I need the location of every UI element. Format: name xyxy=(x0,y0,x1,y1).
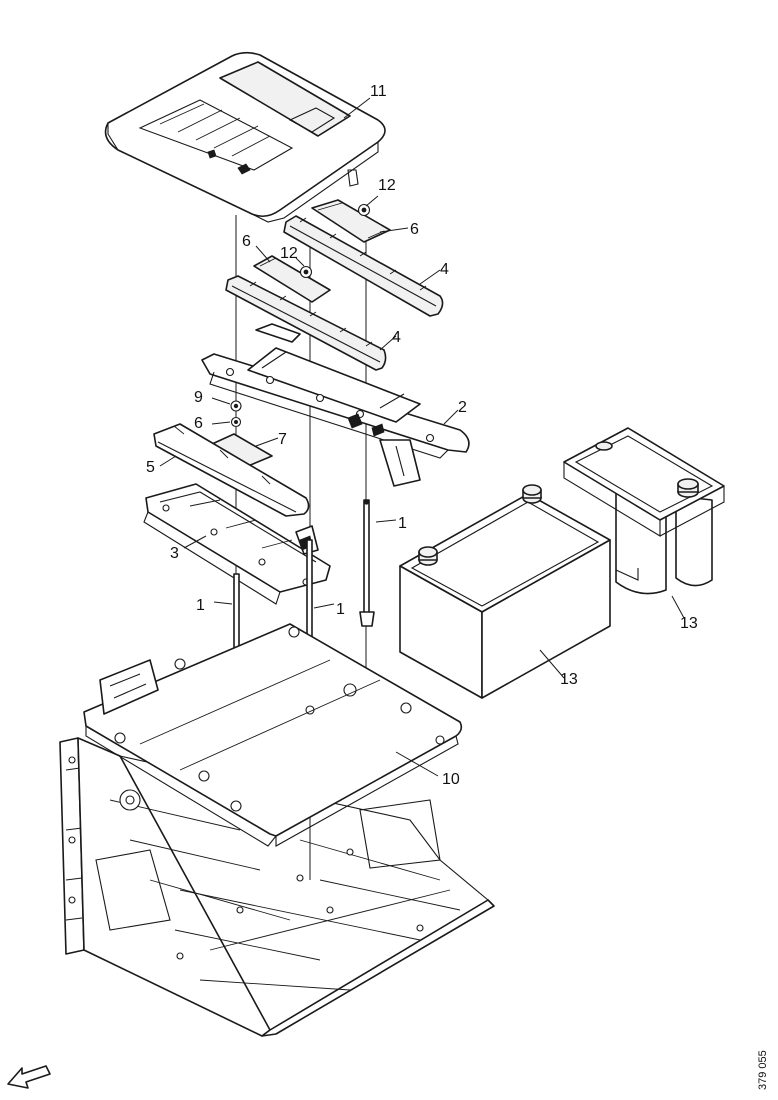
tie-rod-1-right xyxy=(359,499,375,627)
callout-11: 11 xyxy=(370,83,387,100)
callout-6-upper: 6 xyxy=(410,221,419,238)
battery-cover-11 xyxy=(104,51,386,223)
callout-4-lower: 4 xyxy=(392,329,401,346)
clamp-bar-4-lower xyxy=(225,275,387,371)
rubber-pad-6-upper xyxy=(311,199,391,243)
callout-1-left: 1 xyxy=(196,597,205,614)
holder-bar-5 xyxy=(153,423,310,517)
leader-lines xyxy=(159,97,685,777)
clamp-bar-4-upper xyxy=(283,215,444,317)
reference-code: 379 055 xyxy=(757,1050,769,1090)
callout-7: 7 xyxy=(278,431,287,448)
nut-12-upper xyxy=(357,203,371,217)
chassis-frame xyxy=(59,737,495,1037)
callout-4-upper: 4 xyxy=(440,261,449,278)
callout-2: 2 xyxy=(458,399,467,416)
battery-tray-10 xyxy=(83,623,463,847)
callout-12-upper: 12 xyxy=(378,177,396,194)
callouts: 11 12 6 4 12 6 4 2 9 6 7 5 1 3 1 1 10 13… xyxy=(146,83,698,788)
callout-1-middle: 1 xyxy=(336,601,345,618)
callout-3: 3 xyxy=(170,545,179,562)
callout-12-middle: 12 xyxy=(280,245,298,262)
washer-9 xyxy=(230,400,242,412)
callout-6-small: 6 xyxy=(194,415,203,432)
battery-13-cylindrical xyxy=(563,427,725,595)
rubber-pad-6-middle xyxy=(253,255,331,303)
callout-1-right: 1 xyxy=(398,515,407,532)
upper-frame-2 xyxy=(201,323,470,487)
callout-5: 5 xyxy=(146,459,155,476)
nut-12-middle xyxy=(299,265,313,279)
callout-13-cylindrical: 13 xyxy=(680,615,698,632)
callout-6-middle: 6 xyxy=(242,233,251,250)
callout-13-large: 13 xyxy=(560,671,578,688)
lower-bracket-3 xyxy=(143,483,331,605)
callout-10: 10 xyxy=(442,771,460,788)
nut-6-small xyxy=(230,416,242,428)
callout-9: 9 xyxy=(194,389,203,406)
battery-13-large xyxy=(399,484,611,699)
arrow-down-left-icon xyxy=(7,1065,51,1089)
